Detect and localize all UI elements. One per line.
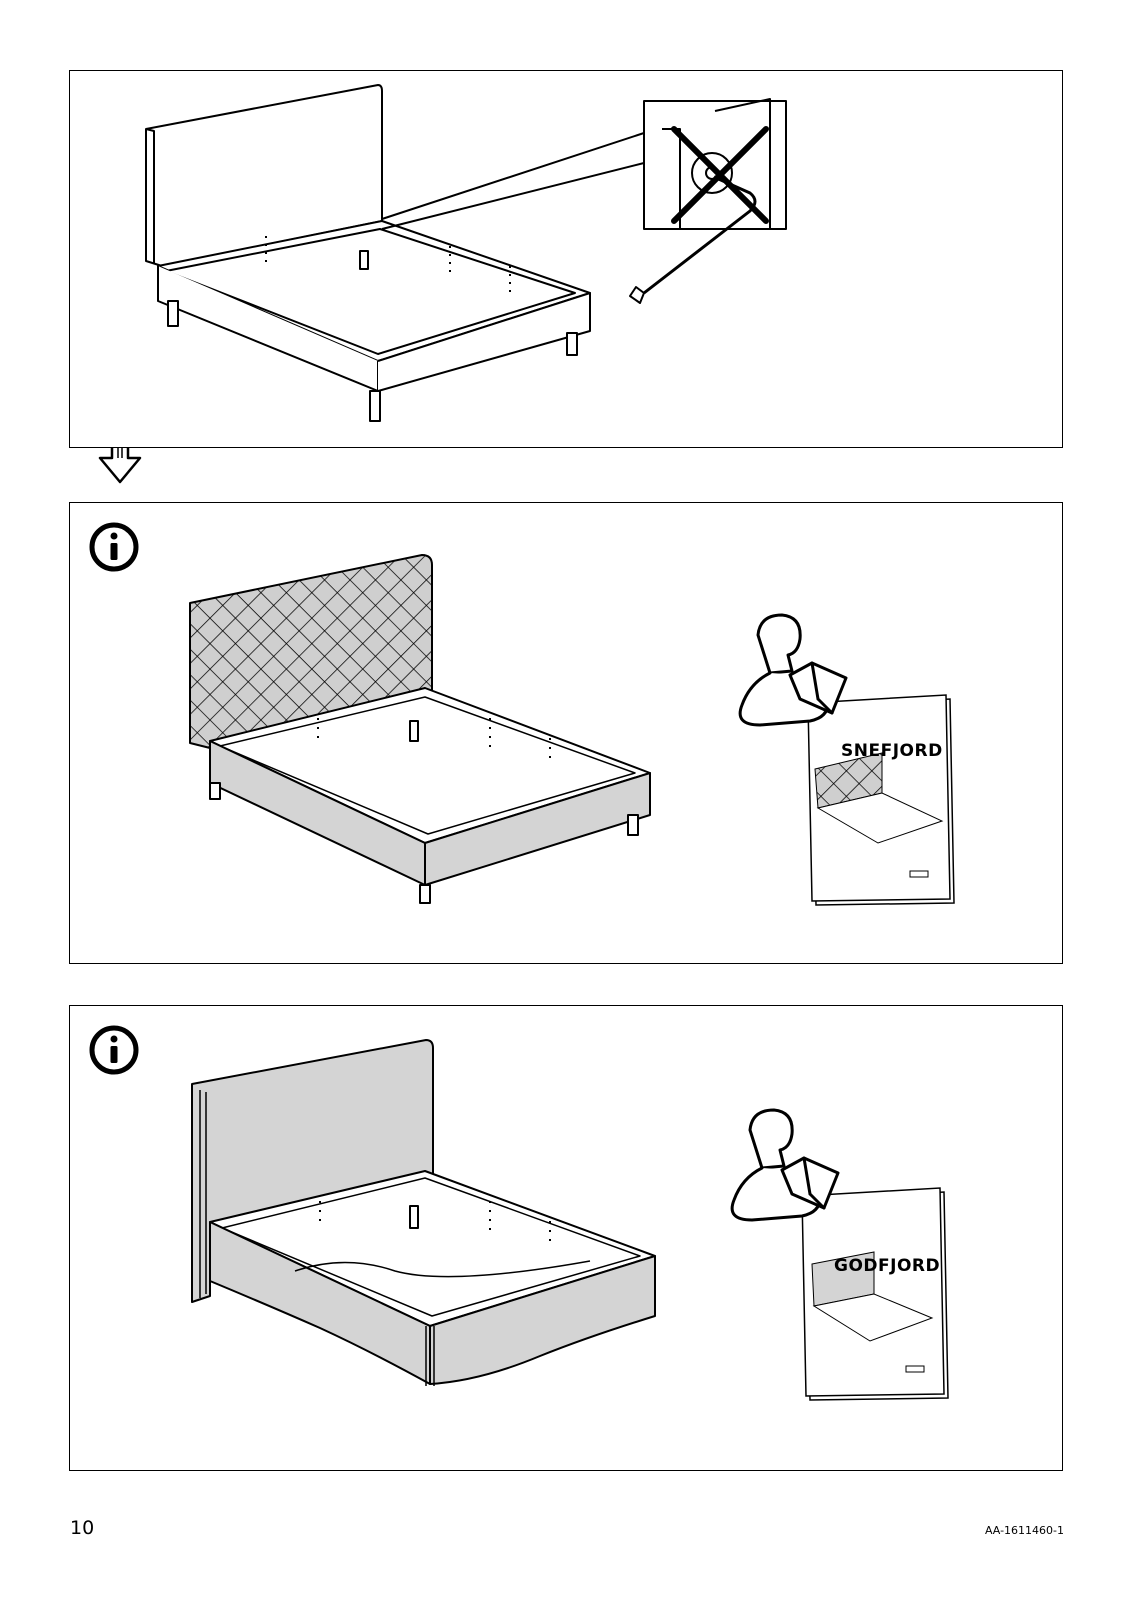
reading-person-icon: [740, 615, 846, 725]
godfjord-booklet: [802, 1188, 948, 1400]
document-code: AA-1611460-1: [985, 1524, 1064, 1537]
step-panel-1: [69, 70, 1063, 448]
snefjord-booklet: [808, 695, 954, 905]
snefjord-booklet-title: SNEFJORD: [841, 741, 943, 761]
godfjord-bed-illustration: [70, 1006, 1064, 1472]
step-panel-3: GODFJORD: [69, 1005, 1063, 1471]
page-number: 10: [70, 1517, 94, 1539]
bed-frame-illustration: [70, 71, 1064, 449]
godfjord-booklet-title: GODFJORD: [834, 1256, 940, 1276]
step-panel-2: SNEFJORD: [69, 502, 1063, 964]
reading-person-icon: [732, 1110, 838, 1220]
snefjord-bed-illustration: [70, 503, 1064, 965]
